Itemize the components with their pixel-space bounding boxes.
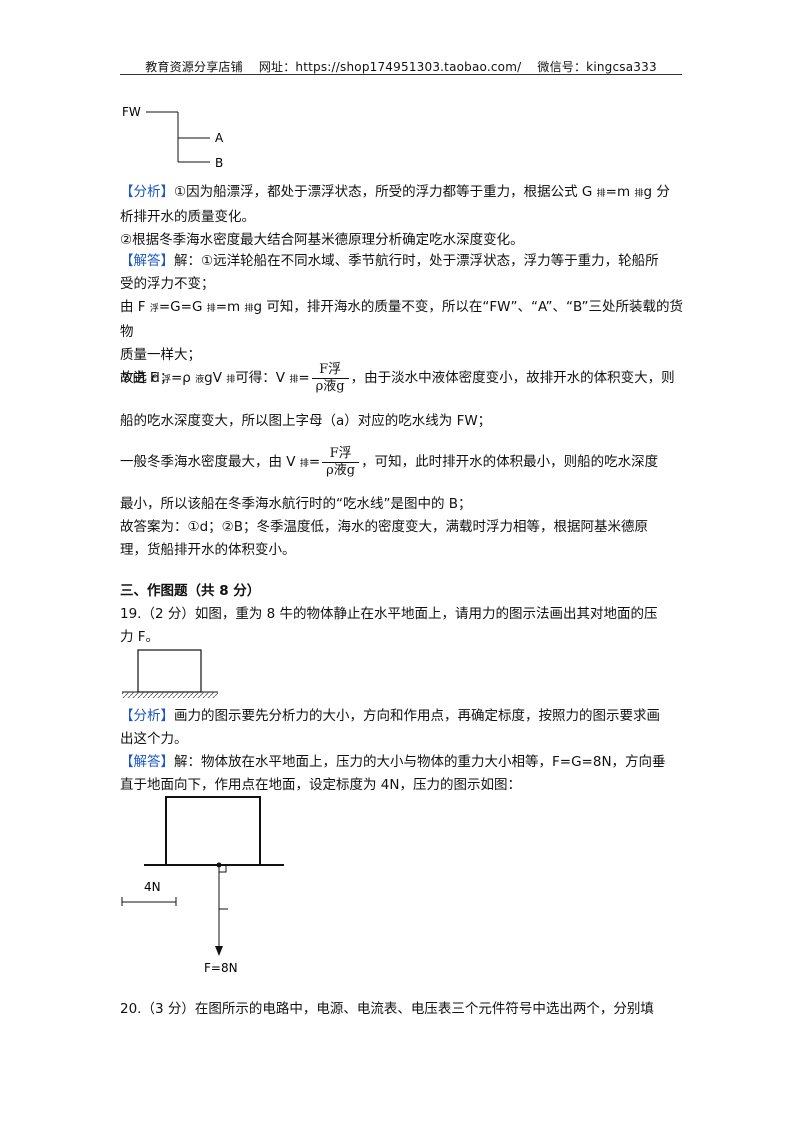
answer-tag: 【解答】 (120, 253, 174, 269)
header-site: 网址：https://shop174951303.taobao.com/ (258, 60, 522, 74)
block (137, 649, 202, 693)
section-title: 三、作图题（共 8 分） (120, 583, 261, 599)
page-header: 教育资源分享店铺 网址：https://shop174951303.taobao… (120, 58, 682, 75)
force-diagram: 4N F=8N (121, 796, 284, 975)
answer-1: 【解答】解：①远洋轮船在不同水域、季节航行时，处于漂浮状态，浮力等于重力，轮船所… (120, 253, 684, 386)
analysis-1: 【分析】①因为船漂浮，都处于漂浮状态，所受的浮力都等于重力，根据公式 G 排=m… (120, 184, 670, 248)
header-wechat: 微信号：kingcsa333 (537, 60, 657, 74)
label-fw: FW (122, 105, 141, 119)
scale-label: 4N (144, 880, 161, 894)
answer-1-tail: 最小，所以该船在冬季海水航行时的“吃水线”是图中的 B； 故答案为：①d；②B；… (120, 496, 649, 558)
analysis-2: 【分析】画力的图示要先分析力的大小，方向和作用点，再确定标度，按照力的图示要求画… (120, 708, 660, 747)
header-shop: 教育资源分享店铺 (145, 60, 243, 74)
block-figure (122, 649, 218, 698)
box (165, 796, 261, 866)
answer-1-line-7: 船的吃水深度变大，所以图上字母（a）对应的吃水线为 FW； (120, 413, 492, 429)
label-b: B (215, 156, 223, 170)
force-label: F=8N (204, 961, 238, 975)
analysis-tag: 【分析】 (120, 184, 174, 200)
label-a: A (215, 131, 224, 145)
waterline-figure: FW A B (122, 105, 224, 170)
question-20: 20.（3 分）在图所示的电路中，电源、电流表、电压表三个元件符号中选出两个，分… (120, 1001, 654, 1017)
header-divider (120, 74, 682, 75)
ground-hatch (122, 692, 218, 698)
section-3: 三、作图题（共 8 分） 19.（2 分）如图，重为 8 牛的物体静止在水平地面… (120, 580, 684, 649)
question-19: 19.（2 分）如图，重为 8 牛的物体静止在水平地面上，请用力的图示法画出其对… (120, 606, 658, 622)
answer-2: 【解答】解：物体放在水平地面上，压力的大小与物体的重力大小相等，F=G=8N，方… (120, 754, 666, 793)
